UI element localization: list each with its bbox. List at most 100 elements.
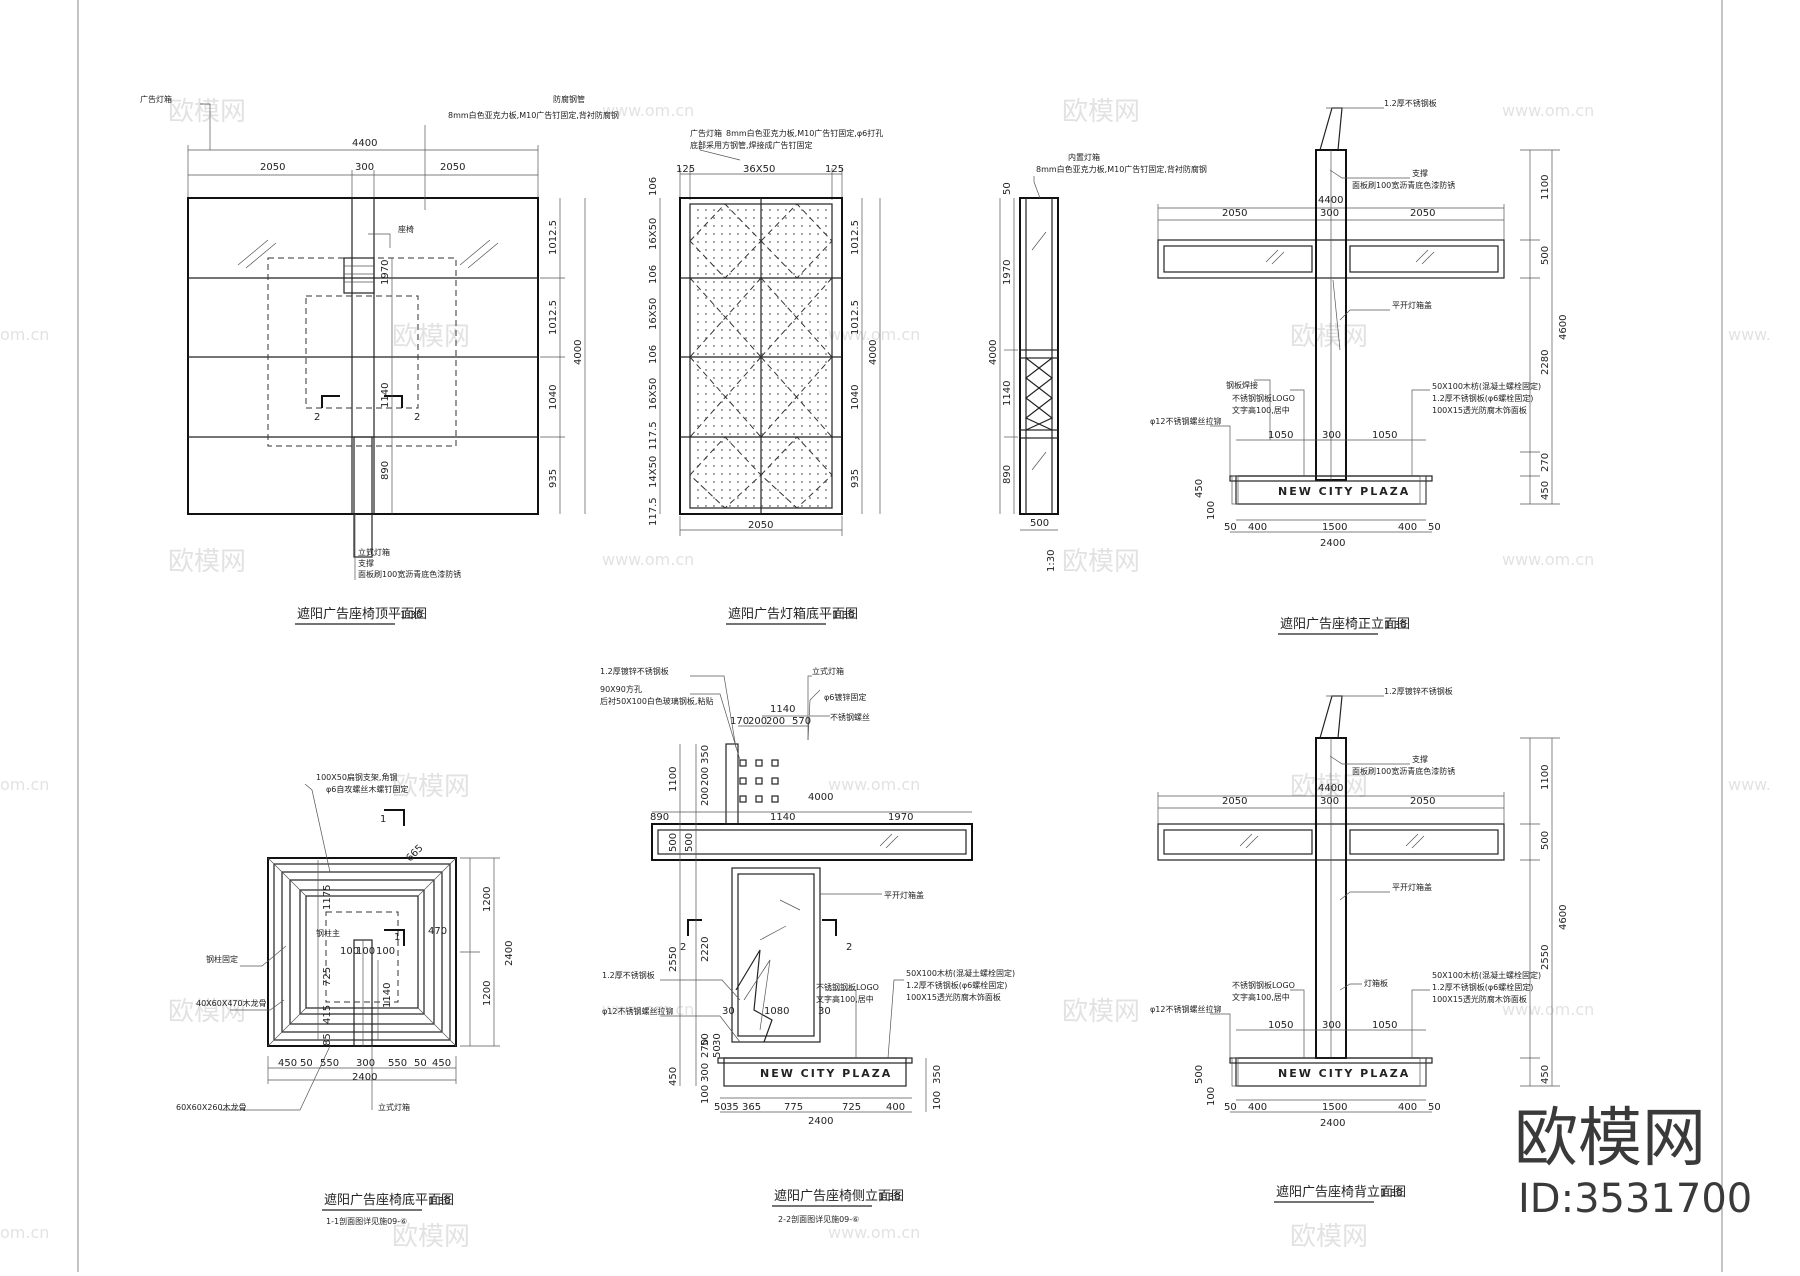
- watermark-url: www.om.cn: [602, 101, 694, 120]
- plaza-logo-text: NEW CITY PLAZA: [760, 1067, 892, 1080]
- view-scale: 1:30: [428, 1196, 450, 1207]
- view-title: 遮阳广告座椅顶平面图: [297, 606, 427, 622]
- dim: 935: [850, 469, 861, 488]
- dim: 2050: [260, 162, 285, 173]
- dim: 500: [1030, 518, 1049, 529]
- dim: 300: [355, 162, 374, 173]
- watermark-url: www.om.cn: [828, 775, 920, 794]
- note: 防腐钢管: [553, 94, 585, 104]
- note: 文字高100,居中: [816, 994, 874, 1004]
- dim: 50: [1224, 522, 1237, 533]
- dim: 1050: [1268, 430, 1293, 441]
- watermark-cn: 欧模网: [1062, 97, 1140, 127]
- note: 立式灯箱: [812, 666, 844, 676]
- dim: 1080: [764, 1006, 789, 1017]
- dim: 30: [712, 1033, 723, 1046]
- note: 钢柱固定: [206, 954, 238, 964]
- dim: 100: [932, 1091, 943, 1110]
- note: 平开灯箱盖: [1392, 300, 1432, 310]
- dim: 1050: [1372, 1020, 1397, 1031]
- dim: 14X50: [648, 456, 659, 488]
- note: 不锈钢钢板LOGO: [1232, 980, 1295, 990]
- note: 立式灯箱: [358, 547, 390, 557]
- dim: 2400: [352, 1072, 377, 1083]
- note: 文字高100,居中: [1232, 405, 1290, 415]
- note: 钢板焊接: [1226, 380, 1258, 390]
- watermark-cn: 欧模网: [1062, 997, 1140, 1027]
- watermark-url: www.om.cn: [602, 1000, 694, 1019]
- dim: 106: [648, 265, 659, 284]
- view-title: 遮阳广告灯箱底平面图: [728, 606, 858, 622]
- dim: 100: [340, 946, 359, 957]
- section-mark: 1: [380, 814, 386, 825]
- dim: 775: [784, 1102, 803, 1113]
- dim: 365: [742, 1102, 761, 1113]
- note: 100X50扁钢支架,角钢: [316, 772, 397, 782]
- dim: 4000: [868, 340, 879, 365]
- watermark-url: om.cn: [0, 1223, 49, 1242]
- dim: 170: [730, 716, 749, 727]
- view-scale: 1:30: [832, 610, 854, 621]
- note: 后衬50X100白色玻璃钢板,粘贴: [600, 696, 713, 706]
- watermark-layer: 欧模网 www.om.cn 欧模网 www.om.cn om.cn 欧模网 ww…: [0, 97, 1771, 1252]
- dim: 415: [322, 1005, 333, 1024]
- note: 平开灯箱盖: [884, 890, 924, 900]
- dim: 270: [1540, 453, 1551, 472]
- dim: 1500: [1322, 1102, 1347, 1113]
- dim: 200: [700, 787, 711, 806]
- note: 支撑: [1412, 168, 1428, 178]
- note: φ12不锈钢螺丝拉铆: [1150, 416, 1221, 426]
- dim: 2400: [1320, 1118, 1345, 1129]
- view-subtitle: 2-2剖面图详见施09-⑥: [778, 1214, 859, 1224]
- note: φ6自攻螺丝木螺钉固定: [326, 784, 408, 794]
- dim: 35: [726, 1102, 739, 1113]
- watermark-cn: 欧模网: [1062, 547, 1140, 577]
- dim: 117.5: [648, 421, 659, 450]
- dim: 85: [322, 1033, 333, 1046]
- note: 不锈钢螺丝: [830, 712, 870, 722]
- section-mark: 2: [846, 942, 852, 953]
- note: 面板刷100宽沥青底色漆防锈: [358, 569, 461, 579]
- dim: 350: [700, 745, 711, 764]
- note: φ12不锈钢螺丝拉铆: [1150, 1004, 1221, 1014]
- dim: 2050: [1410, 208, 1435, 219]
- dim: 2050: [748, 520, 773, 531]
- view-top-plan: 广告灯箱 防腐钢管 8mm白色亚克力板,M10广告钉固定,背衬防腐钢 座椅 立式…: [140, 94, 619, 625]
- dim: 16X50: [648, 218, 659, 250]
- dim: 270: [700, 1039, 711, 1058]
- dim: 890: [1002, 465, 1013, 484]
- dim: 725: [322, 967, 333, 986]
- dim: 300: [1320, 208, 1339, 219]
- dim: 2050: [1222, 796, 1247, 807]
- dim: 4600: [1558, 315, 1569, 340]
- note: 钢柱主: [316, 928, 340, 938]
- watermark-url: www.om.cn: [1502, 1000, 1594, 1019]
- note: 平开灯箱盖: [1392, 882, 1432, 892]
- dim: 1040: [850, 385, 861, 410]
- dim: 2550: [668, 947, 679, 972]
- dim: 2400: [504, 941, 515, 966]
- watermark-cn: 欧模网: [1290, 1222, 1368, 1252]
- dim: 1100: [1540, 765, 1551, 790]
- dim: 4600: [1558, 905, 1569, 930]
- watermark-cn: 欧模网: [168, 547, 246, 577]
- note: 广告灯箱: [690, 128, 722, 138]
- dim: 570: [792, 716, 811, 727]
- section-mark: 2: [414, 412, 420, 423]
- dim: 200: [766, 716, 785, 727]
- dim: 117.5: [648, 497, 659, 526]
- dim: 725: [842, 1102, 861, 1113]
- watermark-url: www.om.cn: [828, 325, 920, 344]
- note: 100X15透光防腐木饰面板: [1432, 405, 1527, 415]
- dim: 450: [668, 1067, 679, 1086]
- dim: 1200: [482, 887, 493, 912]
- dim: 300: [356, 1058, 375, 1069]
- note: φ6镀锌固定: [824, 692, 866, 702]
- dim: 16X50: [648, 378, 659, 410]
- brand-logo: 欧模网: [1514, 1102, 1706, 1176]
- plaza-logo-text: NEW CITY PLAZA: [1278, 1067, 1410, 1080]
- dim: 400: [1398, 522, 1417, 533]
- dim: 1970: [1002, 260, 1013, 285]
- dim: 890: [650, 812, 669, 823]
